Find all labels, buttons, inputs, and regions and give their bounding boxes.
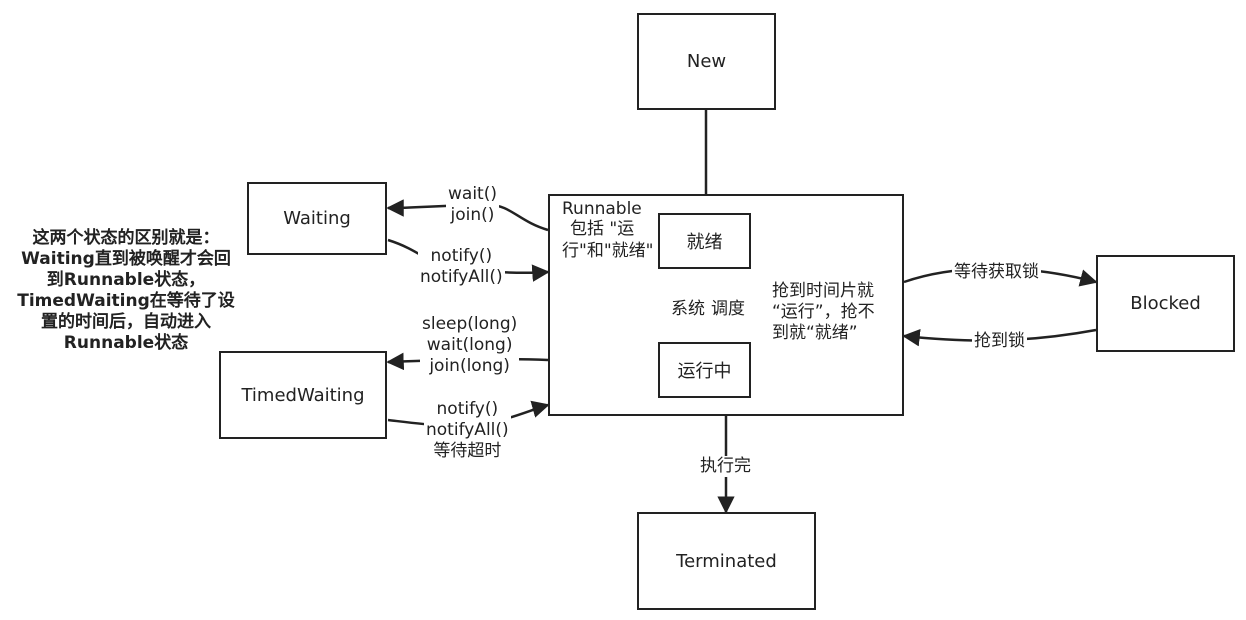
state-running: 运行中 xyxy=(658,342,751,398)
label-to-waiting: wait() join() xyxy=(446,184,499,226)
label-join: join() xyxy=(450,205,495,225)
state-ready-label: 就绪 xyxy=(686,232,723,253)
runnable-note-1: 包括 "运 xyxy=(570,219,635,239)
label-from-waiting: notify() notifyAll() xyxy=(418,246,505,288)
runnable-title: Runnable xyxy=(562,199,642,219)
label-scheduler-left: 系统 xyxy=(669,299,707,320)
label-to-terminated: 执行完 xyxy=(698,456,753,477)
side-note-line-6: Runnable状态 xyxy=(63,333,189,353)
label-timeout: 等待超时 xyxy=(433,441,502,461)
label-join-long: join(long) xyxy=(429,356,510,376)
state-ready: 就绪 xyxy=(658,213,751,269)
state-terminated-label: Terminated xyxy=(676,550,777,572)
label-notify: notify() xyxy=(430,246,493,266)
label-tw-notify: notify() xyxy=(436,399,499,419)
label-tw-notifyall: notifyAll() xyxy=(426,420,509,440)
side-note-line-1: 这两个状态的区别就是： xyxy=(32,228,220,248)
state-new: New xyxy=(637,13,776,110)
state-waiting: Waiting xyxy=(247,182,387,255)
state-waiting-label: Waiting xyxy=(283,208,351,229)
state-blocked-label: Blocked xyxy=(1130,293,1201,314)
state-terminated: Terminated xyxy=(637,512,816,610)
label-to-timed-waiting: sleep(long) wait(long) join(long) xyxy=(420,314,520,377)
side-note-line-4: TimedWaiting在等待了设 xyxy=(17,291,235,311)
state-blocked: Blocked xyxy=(1096,255,1235,352)
time-slice-note: 抢到时间片就 “运行”，抢不 到就“就绪” xyxy=(770,281,877,344)
label-sleep-long: sleep(long) xyxy=(422,314,518,334)
side-note-line-3: 到Runnable状态， xyxy=(46,270,206,290)
label-from-timed-waiting: notify() notifyAll() 等待超时 xyxy=(424,399,511,462)
state-timed-waiting-label: TimedWaiting xyxy=(241,384,365,406)
side-note-line-5: 置的时间后，自动进入 xyxy=(41,312,211,332)
label-to-blocked: 等待获取锁 xyxy=(952,262,1041,283)
label-from-blocked: 抢到锁 xyxy=(972,331,1027,352)
label-notifyall: notifyAll() xyxy=(420,267,503,287)
state-timed-waiting: TimedWaiting xyxy=(219,351,387,439)
side-note: 这两个状态的区别就是： Waiting直到被唤醒才会回 到Runnable状态，… xyxy=(8,228,244,354)
state-new-label: New xyxy=(686,51,727,72)
time-slice-line-3: 到就“就绪” xyxy=(772,323,858,343)
runnable-note-2: 行"和"就绪" xyxy=(562,241,654,261)
label-scheduler-right: 调度 xyxy=(709,299,747,320)
label-wait: wait() xyxy=(448,184,497,204)
state-running-label: 运行中 xyxy=(677,361,732,382)
side-note-line-2: Waiting直到被唤醒才会回 xyxy=(21,249,231,269)
time-slice-line-2: “运行”，抢不 xyxy=(772,302,875,322)
label-wait-long: wait(long) xyxy=(426,335,513,355)
time-slice-line-1: 抢到时间片就 xyxy=(772,281,874,301)
